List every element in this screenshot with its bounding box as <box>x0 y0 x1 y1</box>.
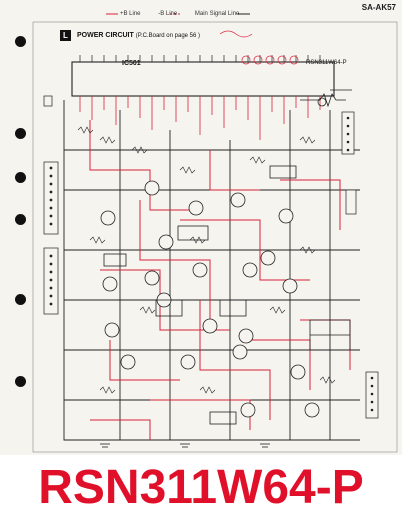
caption-banner: RSN311W64-P <box>0 456 402 519</box>
circuit-title-text: POWER CIRCUIT <box>77 32 134 39</box>
part-number-caption: RSN311W64-P <box>38 460 364 514</box>
circuit-title: POWER CIRCUIT (P.C.Board on page 56 ) <box>77 32 200 39</box>
section-letter-badge: L <box>60 30 71 41</box>
schematic-drawing <box>32 13 398 453</box>
line-legend: +B Line -B Line Main Signal Line <box>120 11 255 17</box>
circuit-title-row: L POWER CIRCUIT (P.C.Board on page 56 ) <box>60 30 200 41</box>
ic501-block <box>71 61 335 97</box>
binder-hole <box>15 128 26 139</box>
binder-hole <box>15 214 26 225</box>
binder-hole <box>15 172 26 183</box>
binder-hole <box>15 294 26 305</box>
model-code: SA-AK57 <box>361 3 396 12</box>
binder-hole <box>15 376 26 387</box>
legend-minus-b-line: -B Line <box>158 11 178 17</box>
circuit-page-ref: (P.C.Board on page 56 ) <box>135 33 200 39</box>
binder-hole <box>15 36 26 47</box>
legend-plus-b-line: +B Line <box>120 11 141 17</box>
ic-part-number-label: RSN311W64-P <box>306 60 347 66</box>
ic501-label: IC501 <box>122 60 141 67</box>
legend-main-signal-line: Main Signal Line <box>194 11 240 17</box>
schematic-sheet: SA-AK57 +B Line -B Line Main Signal Line… <box>0 0 402 455</box>
